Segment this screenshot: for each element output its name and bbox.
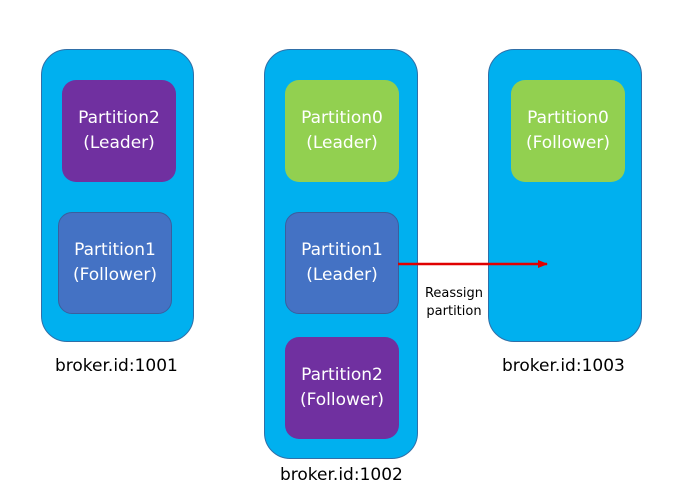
- partition-name: Partition0: [301, 108, 383, 128]
- broker-1003-partition0-follower: Partition0 (Follower): [511, 80, 625, 182]
- reassign-label-line1: Reassign: [424, 286, 484, 301]
- partition-role: (Leader): [306, 265, 378, 285]
- broker-1002-partition1-leader: Partition1 (Leader): [285, 212, 399, 314]
- broker-1001-partition2-leader: Partition2 (Leader): [62, 80, 176, 182]
- broker-1002-box: Partition0 (Leader) Partition1 (Leader) …: [264, 49, 418, 459]
- broker-1002-partition0-leader: Partition0 (Leader): [285, 80, 399, 182]
- broker-1001-partition1-follower: Partition1 (Follower): [58, 212, 172, 314]
- broker-1001-label: broker.id:1001: [55, 356, 178, 376]
- partition-name: Partition1: [301, 240, 383, 260]
- partition-name: Partition1: [74, 240, 156, 260]
- partition-role: (Follower): [525, 133, 611, 153]
- partition-name: Partition2: [301, 365, 383, 385]
- partition-name: Partition0: [527, 108, 609, 128]
- partition-role: (Follower): [299, 390, 385, 410]
- partition-role: (Follower): [72, 265, 158, 285]
- reassign-partition-label: Reassign partition: [418, 285, 490, 321]
- reassign-label-line2: partition: [426, 304, 482, 319]
- broker-1003-box: Partition0 (Follower): [488, 49, 642, 342]
- partition-role: (Leader): [83, 133, 155, 153]
- broker-1003-label: broker.id:1003: [502, 356, 625, 376]
- broker-1002-label: broker.id:1002: [280, 465, 403, 485]
- partition-name: Partition2: [78, 108, 160, 128]
- broker-1001-box: Partition2 (Leader) Partition1 (Follower…: [41, 49, 194, 342]
- broker-1002-partition2-follower: Partition2 (Follower): [285, 337, 399, 439]
- partition-role: (Leader): [306, 133, 378, 153]
